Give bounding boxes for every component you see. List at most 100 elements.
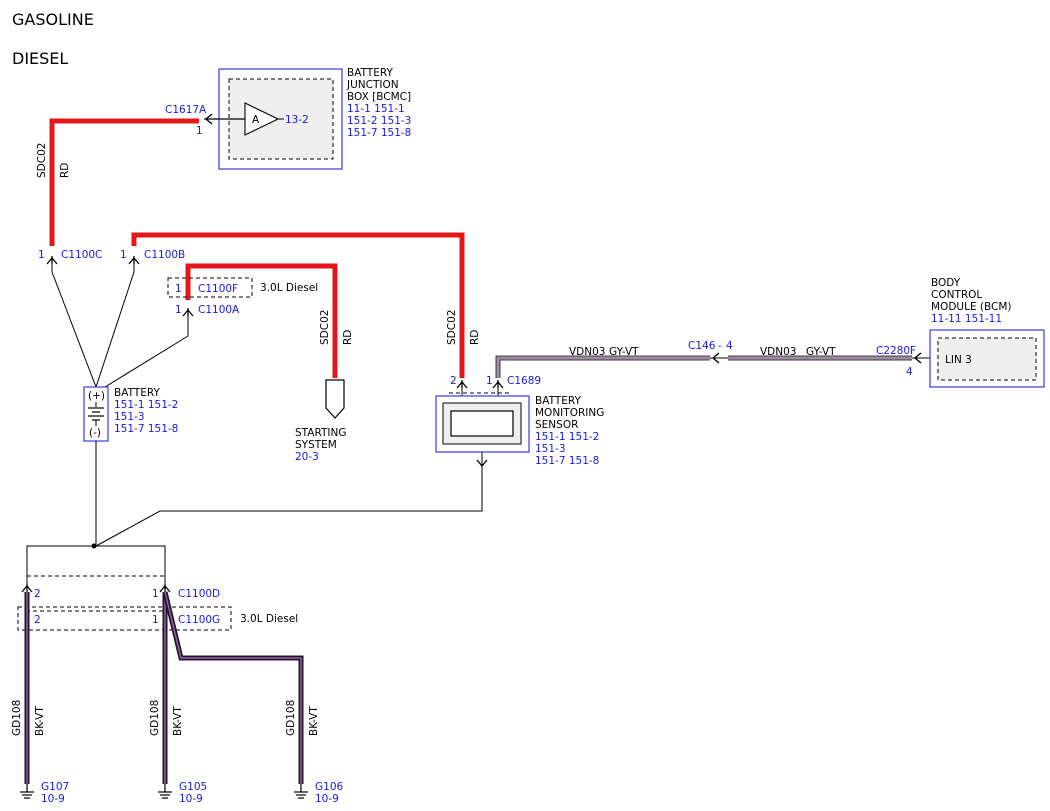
connector-c1100c-icon <box>46 255 58 265</box>
bms-title-2: MONITORING <box>535 407 604 419</box>
wire-label-gyvt: GY-VT <box>806 346 836 358</box>
heading-diesel: DIESEL <box>12 49 68 68</box>
g106-ref[interactable]: 10-9 <box>315 793 339 805</box>
wire-label-vdn03: VDN03 <box>569 346 605 358</box>
c1100f-label[interactable]: C1100F <box>198 283 238 295</box>
connector-c1100a-icon <box>182 307 194 317</box>
c1100f-pin: 1 <box>175 283 182 295</box>
g106-label[interactable]: G106 <box>315 781 343 793</box>
wire-label-gd108: GD108 <box>285 700 297 736</box>
connector-c146-icon <box>711 352 720 364</box>
g105-ref[interactable]: 10-9 <box>179 793 203 805</box>
bjb-ref-1[interactable]: 11-1 151-1 <box>347 103 405 115</box>
bms-ref-2[interactable]: 151-3 <box>535 443 566 455</box>
ground-icon <box>20 784 34 799</box>
g105-label[interactable]: G105 <box>179 781 207 793</box>
g107-ref[interactable]: 10-9 <box>41 793 65 805</box>
g107-label[interactable]: G107 <box>41 781 69 793</box>
amp-ref[interactable]: 13-2 <box>285 114 309 126</box>
bjb-ref-3[interactable]: 151-7 151-8 <box>347 127 411 139</box>
starting-title-2: SYSTEM <box>295 439 337 451</box>
wire-label-bkvt: BK-VT <box>308 706 320 736</box>
wire-label-rd: RD <box>469 330 481 345</box>
c2280f-label[interactable]: C2280F <box>876 345 916 357</box>
c1689-pin2: 2 <box>450 375 457 387</box>
c1689-label[interactable]: C1689 <box>507 375 541 387</box>
bms-title-3: SENSOR <box>535 419 578 431</box>
red-wire-sdc02-starting <box>185 263 338 378</box>
bms-title-1: BATTERY <box>535 395 581 407</box>
bjb-title-3: BOX [BCMC] <box>347 91 411 103</box>
wire-label-gd108: GD108 <box>11 700 23 736</box>
starting-system-terminal-icon[interactable] <box>325 379 345 419</box>
battery-monitoring-sensor[interactable] <box>435 395 530 453</box>
wire-label-sdc02: SDC02 <box>446 310 458 345</box>
bcm-title-1: BODY <box>931 277 961 289</box>
wire-label-rd: RD <box>342 330 354 345</box>
battery-component[interactable]: (+) (-) <box>83 386 109 442</box>
bcm-refs[interactable]: 11-11 151-11 <box>931 313 1002 325</box>
c1100a-pin: 1 <box>175 304 182 316</box>
red-wire-sdc02-bjb <box>49 118 199 246</box>
c146-pin: 4 <box>726 340 733 352</box>
ground-icon <box>158 784 172 799</box>
heading-gasoline: GASOLINE <box>12 10 94 29</box>
battery-junction-box[interactable]: A 13-2 <box>204 68 343 170</box>
wire-label-sdc02: SDC02 <box>319 310 331 345</box>
bjb-title-2: JUNCTION <box>346 79 399 91</box>
connector-c1100b-icon <box>128 255 140 265</box>
connector-c1689-pin1-icon <box>492 379 504 389</box>
c1689-pin1: 1 <box>486 375 493 387</box>
c1100g-note: 3.0L Diesel <box>240 613 298 625</box>
bms-ref-3[interactable]: 151-7 151-8 <box>535 455 599 467</box>
starting-ref[interactable]: 20-3 <box>295 451 319 463</box>
c1100g-pin2: 2 <box>34 614 41 626</box>
wire-label-gyvt: GY-VT <box>609 346 639 358</box>
c1617a-label[interactable]: C1617A <box>165 104 207 116</box>
starting-title-1: STARTING <box>295 427 346 439</box>
c1100g-label[interactable]: C1100G <box>178 614 220 626</box>
c1100b-pin: 1 <box>120 249 127 261</box>
c1617a-pin: 1 <box>196 125 203 137</box>
c1100g-option-box <box>17 606 232 631</box>
c146-dash: - <box>718 340 722 352</box>
body-control-module[interactable] <box>929 329 1045 388</box>
connector-icon <box>204 113 213 125</box>
wire-label-rd: RD <box>59 163 71 178</box>
connector-arrow-icon <box>476 459 488 468</box>
c2280f-pin: 4 <box>906 366 913 378</box>
bcm-title-2: CONTROL <box>931 289 982 301</box>
c1100c-label[interactable]: C1100C <box>61 249 102 261</box>
c1100a-label[interactable]: C1100A <box>198 304 240 316</box>
c1100d-pin2: 2 <box>34 588 41 600</box>
c146-label[interactable]: C146 <box>688 340 716 352</box>
bcm-lin: LIN 3 <box>945 354 972 366</box>
connector-c1689-pin2-icon <box>456 379 468 389</box>
c1100d-label[interactable]: C1100D <box>178 588 220 600</box>
c1100b-label[interactable]: C1100B <box>144 249 185 261</box>
bjb-title-1: BATTERY <box>347 67 393 79</box>
amp-letter: A <box>252 114 260 126</box>
battery-ref-1[interactable]: 151-1 151-2 <box>114 399 178 411</box>
c1100d-pin1: 1 <box>152 588 159 600</box>
c1100f-note: 3.0L Diesel <box>260 282 318 294</box>
c1100c-pin: 1 <box>38 249 45 261</box>
c1100g-pin1: 1 <box>152 614 159 626</box>
wire-label-sdc02: SDC02 <box>36 143 48 178</box>
battery-minus: (-) <box>89 427 101 439</box>
wire-label-bkvt: BK-VT <box>172 706 184 736</box>
bjb-ref-2[interactable]: 151-2 151-3 <box>347 115 411 127</box>
c1100f-option-box <box>167 277 253 298</box>
ground-icon <box>294 784 308 799</box>
bcm-title-3: MODULE (BCM) <box>931 301 1012 313</box>
wire-label-gd108: GD108 <box>149 700 161 736</box>
battery-ref-2[interactable]: 151-3 <box>114 411 145 423</box>
battery-title: BATTERY <box>114 387 160 399</box>
wire-label-bkvt: BK-VT <box>34 706 46 736</box>
wire-label-vdn03: VDN03 <box>760 346 796 358</box>
battery-plus: (+) <box>88 390 105 402</box>
c1100d-option-box <box>26 575 166 612</box>
bms-ref-1[interactable]: 151-1 151-2 <box>535 431 599 443</box>
battery-ref-3[interactable]: 151-7 151-8 <box>114 423 178 435</box>
